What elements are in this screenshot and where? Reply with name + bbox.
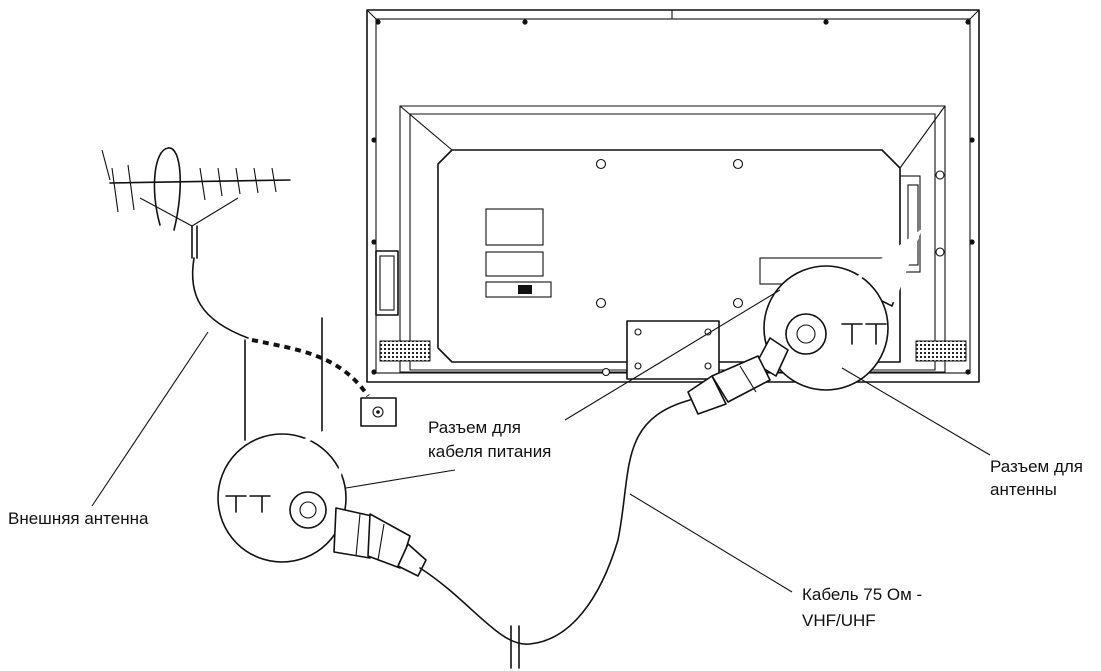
label-power-connector-2: кабеля питания <box>428 442 551 461</box>
label-antenna-connector-1: Разъем для <box>990 457 1083 476</box>
label-antenna-connector-2: антенны <box>990 480 1057 499</box>
antenna-socket-magnifier <box>687 228 923 415</box>
wall <box>244 317 397 441</box>
wall-socket-magnifier <box>217 417 427 577</box>
label-cable-1: Кабель 75 Ом - <box>802 585 922 604</box>
outdoor-antenna-icon <box>101 147 291 259</box>
label-outdoor-antenna: Внешняя антенна <box>8 509 149 528</box>
label-cable-2: VHF/UHF <box>802 611 876 630</box>
label-power-connector-1: Разъем для <box>428 418 521 437</box>
